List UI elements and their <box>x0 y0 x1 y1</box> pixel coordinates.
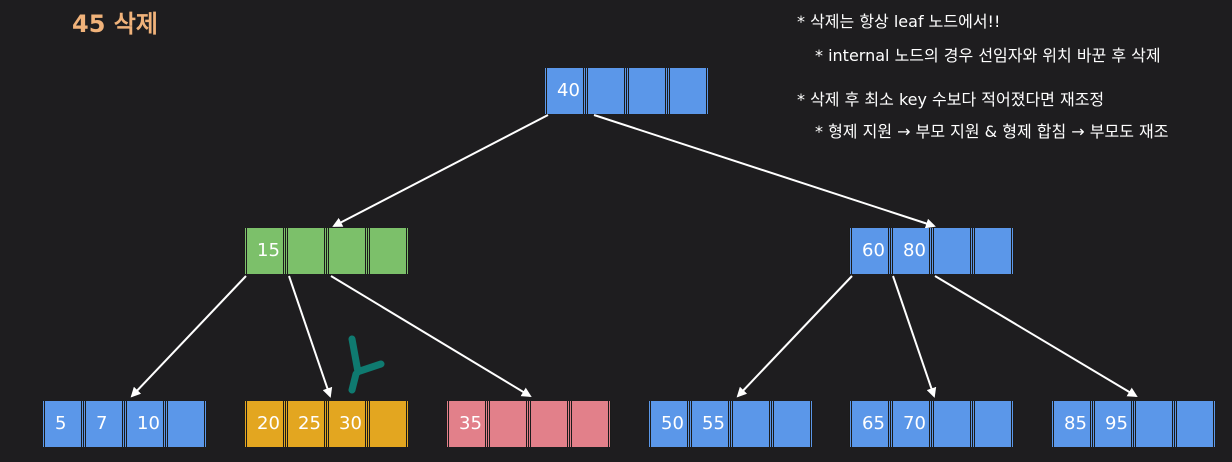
root-node: 40 <box>544 68 709 114</box>
internal-left-key-1: 15 <box>244 228 286 274</box>
root-key-3 <box>626 68 668 114</box>
leaf-6-key-2: 95 <box>1092 401 1134 447</box>
leaf-3-key-1: 35 <box>446 401 488 447</box>
leaf-4-key-1: 50 <box>648 401 690 447</box>
internal-left-key-4 <box>367 228 409 274</box>
internal-right-key-4 <box>972 228 1014 274</box>
leaf-node-4: 50 55 <box>648 401 813 447</box>
leaf-4-key-4 <box>771 401 813 447</box>
leaf-node-3: 35 <box>446 401 611 447</box>
note-line-1: * 삭제는 항상 leaf 노드에서!! <box>797 12 1001 31</box>
internal-right-key-2: 80 <box>890 228 932 274</box>
pointer-arrow-icon <box>348 335 385 394</box>
leaf-node-5: 65 70 <box>849 401 1014 447</box>
internal-right-key-3 <box>931 228 973 274</box>
internal-left-key-2 <box>285 228 327 274</box>
leaf-5-key-2: 70 <box>890 401 932 447</box>
note-line-3: * 삭제 후 최소 key 수보다 적어졌다면 재조정 <box>797 90 1105 109</box>
root-key-1: 40 <box>544 68 586 114</box>
leaf-5-key-4 <box>972 401 1014 447</box>
leaf-1-key-3: 10 <box>124 401 166 447</box>
leaf-node-2: 20 25 30 <box>244 401 409 447</box>
slide-title: 45 삭제 <box>72 10 158 38</box>
edge-right-to-leaf-5 <box>892 275 937 398</box>
root-key-2 <box>585 68 627 114</box>
leaf-4-key-2: 55 <box>689 401 731 447</box>
leaf-1-key-4 <box>165 401 207 447</box>
leaf-2-key-1: 20 <box>244 401 286 447</box>
internal-node-left: 15 <box>244 228 409 274</box>
leaf-2-key-4 <box>367 401 409 447</box>
leaf-3-key-3 <box>528 401 570 447</box>
edge-15-to-leaf-1 <box>130 275 247 398</box>
leaf-5-key-1: 65 <box>849 401 891 447</box>
leaf-6-key-3 <box>1133 401 1175 447</box>
edge-root-to-right <box>593 114 936 229</box>
internal-left-key-3 <box>326 228 368 274</box>
edge-right-to-leaf-4 <box>736 275 853 398</box>
leaf-3-key-4 <box>569 401 611 447</box>
edge-15-to-leaf-2 <box>288 275 333 398</box>
note-line-4: * 형제 지원 → 부모 지원 & 형제 합침 → 부모도 재조 <box>815 122 1169 141</box>
root-key-4 <box>667 68 709 114</box>
leaf-3-key-2 <box>487 401 529 447</box>
edge-15-to-leaf-3 <box>330 275 532 398</box>
note-line-2: * internal 노드의 경우 선임자와 위치 바꾼 후 삭제 <box>815 46 1161 65</box>
edge-right-to-leaf-6 <box>934 275 1138 398</box>
leaf-node-6: 85 95 <box>1051 401 1216 447</box>
edge-root-to-left <box>332 114 549 227</box>
leaf-6-key-4 <box>1174 401 1216 447</box>
leaf-4-key-3 <box>730 401 772 447</box>
leaf-1-key-1: 5 <box>42 401 84 447</box>
leaf-2-key-3: 30 <box>326 401 368 447</box>
leaf-node-1: 5 7 10 <box>42 401 207 447</box>
leaf-2-key-2: 25 <box>285 401 327 447</box>
leaf-1-key-2: 7 <box>83 401 125 447</box>
internal-node-right: 60 80 <box>849 228 1014 274</box>
internal-right-key-1: 60 <box>849 228 891 274</box>
leaf-5-key-3 <box>931 401 973 447</box>
leaf-6-key-1: 85 <box>1051 401 1093 447</box>
